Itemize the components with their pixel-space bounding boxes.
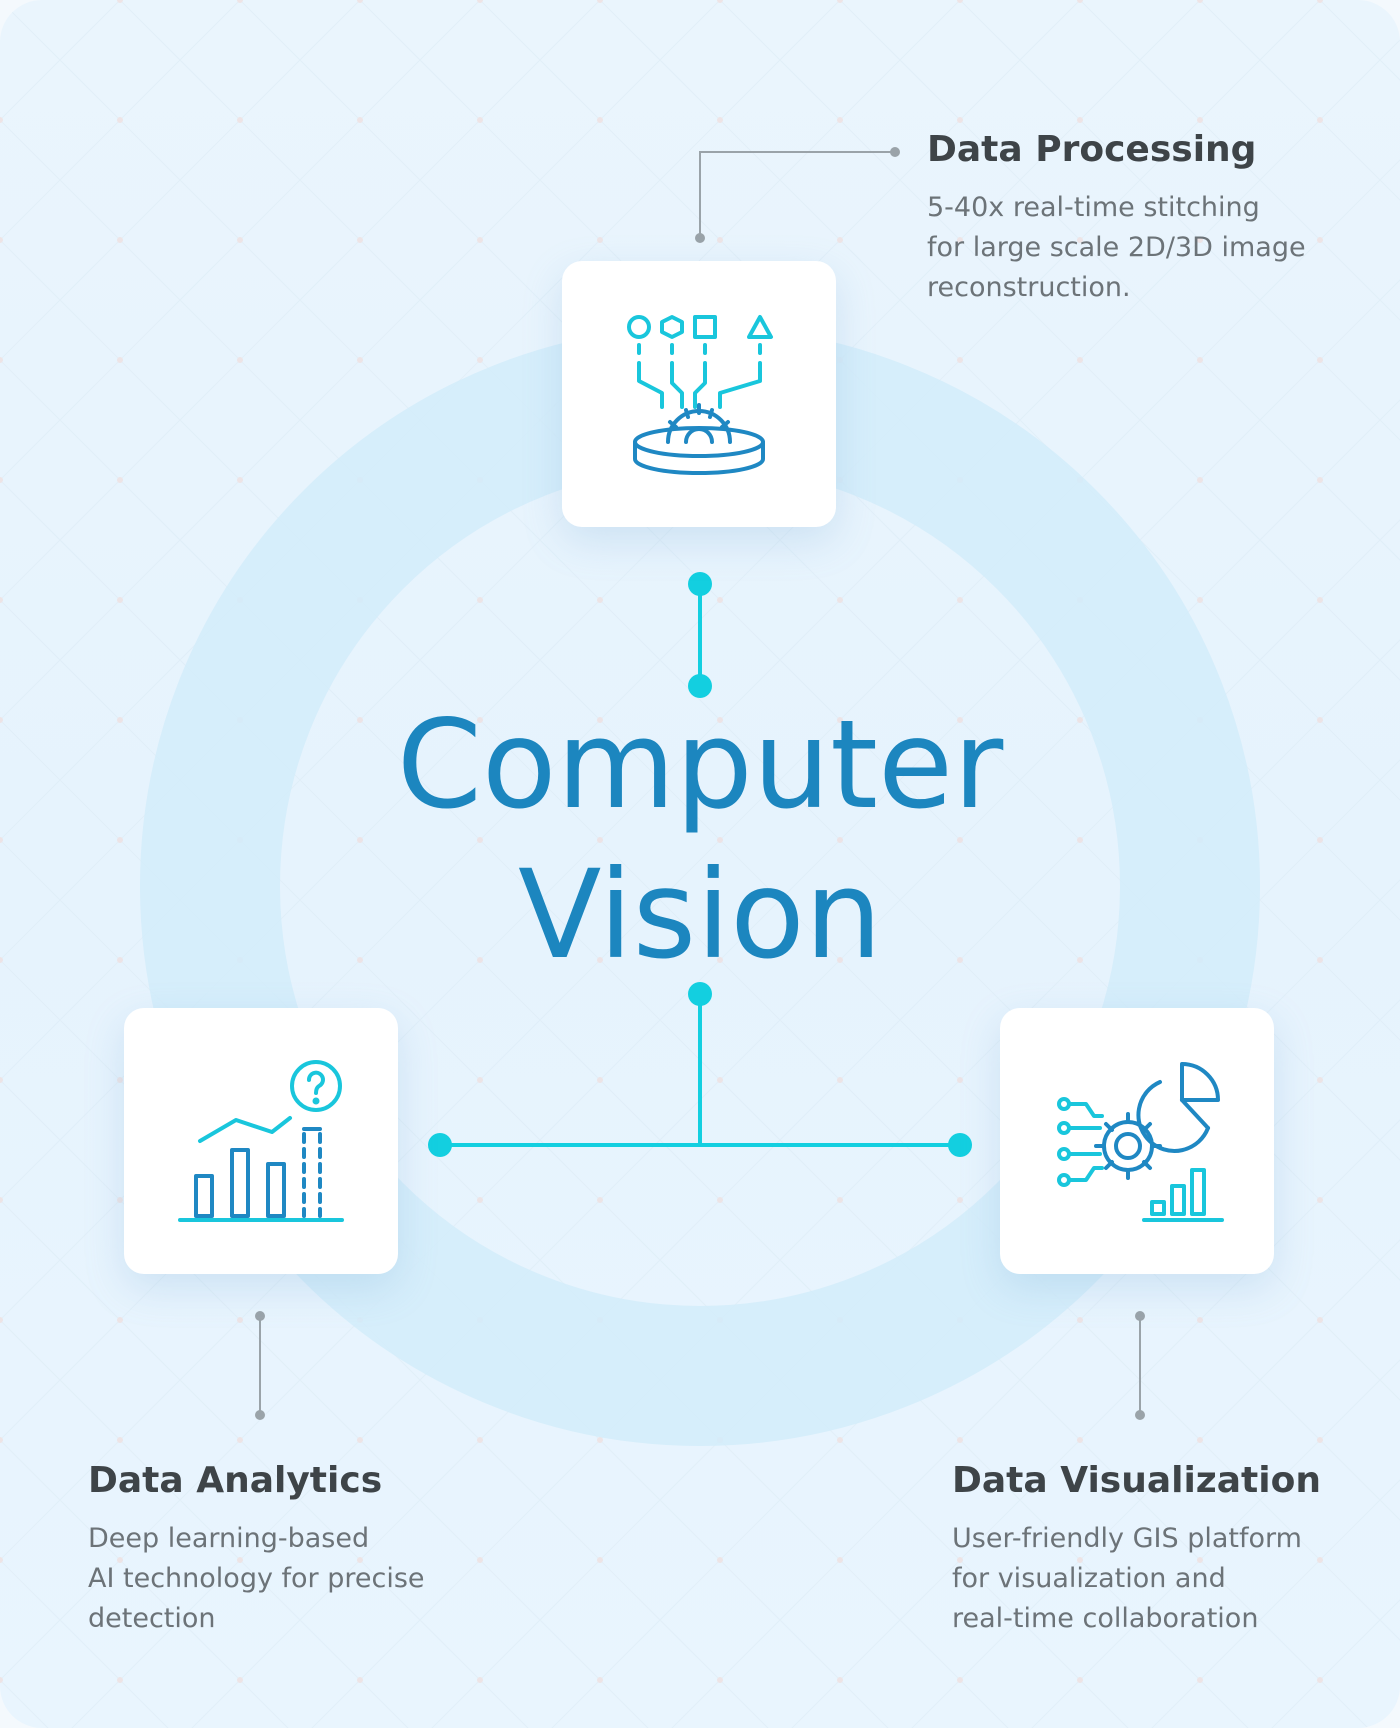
- feature-description: 5-40x real-time stitching for large scal…: [927, 188, 1306, 308]
- description-line: for large scale 2D/3D image: [927, 232, 1306, 263]
- data-visualization-card: [1000, 1008, 1274, 1274]
- feature-data-analytics: Data Analytics Deep learning-based AI te…: [88, 1457, 425, 1639]
- gear-pie-chart-visualization-icon: [1057, 1062, 1224, 1222]
- leader-line-data-processing: [695, 147, 900, 243]
- description-line: for visualization and: [952, 1563, 1226, 1594]
- description-line: reconstruction.: [927, 272, 1131, 303]
- feature-heading: Data Visualization: [952, 1460, 1321, 1501]
- feature-data-visualization: Data Visualization User-friendly GIS pla…: [952, 1457, 1321, 1639]
- leader-line-data-analytics: [255, 1311, 265, 1420]
- connector-bottom-tee: [428, 982, 972, 1157]
- data-processing-icon: [627, 315, 773, 475]
- title-line-2: Vision: [517, 844, 883, 986]
- feature-description: Deep learning-based AI technology for pr…: [88, 1519, 425, 1639]
- analytics-chart-question-icon: [178, 1060, 344, 1222]
- leader-line-data-visualization: [1135, 1311, 1145, 1420]
- feature-heading: Data Analytics: [88, 1460, 383, 1501]
- connector-top: [688, 572, 712, 698]
- data-processing-card: [562, 261, 836, 527]
- feature-heading: Data Processing: [927, 129, 1257, 170]
- feature-data-processing: Data Processing 5-40x real-time stitchin…: [927, 126, 1306, 308]
- description-line: Deep learning-based: [88, 1523, 370, 1554]
- title-line-1: Computer: [396, 694, 1004, 836]
- description-line: 5-40x real-time stitching: [927, 192, 1260, 223]
- description-line: User-friendly GIS platform: [952, 1523, 1302, 1554]
- data-analytics-card: [124, 1008, 398, 1274]
- feature-description: User-friendly GIS platform for visualiza…: [952, 1519, 1321, 1639]
- description-line: AI technology for precise: [88, 1563, 425, 1594]
- description-line: real-time collaboration: [952, 1603, 1259, 1634]
- description-line: detection: [88, 1603, 216, 1634]
